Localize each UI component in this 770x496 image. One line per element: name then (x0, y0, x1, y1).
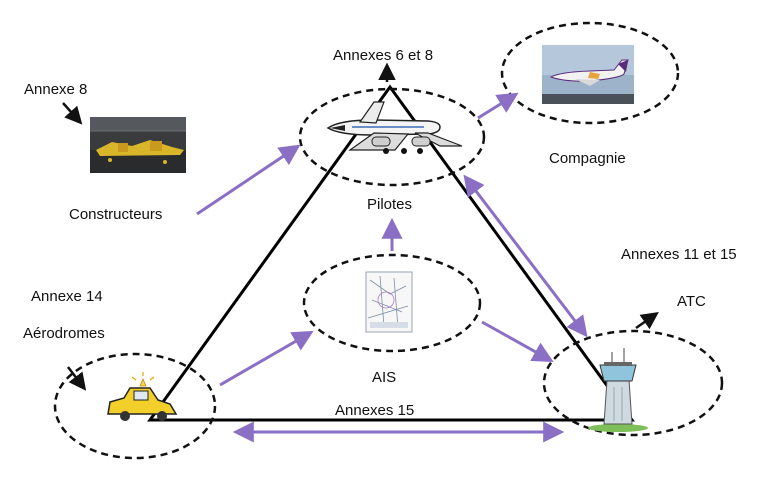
ellipse-compagnie (500, 21, 680, 125)
label-compagnie: Compagnie (549, 150, 626, 167)
label-annexe-8: Annexe 8 (24, 81, 88, 98)
label-pilotes: Pilotes (367, 196, 413, 213)
arrow-constructeurs-to-pilotes (196, 144, 301, 216)
label-atc: ATC (677, 293, 706, 310)
arrow-annexe8-pointer (62, 102, 83, 125)
ellipse-pilotes (298, 87, 486, 187)
airline-photo (542, 45, 634, 104)
label-annexes-11-et-15: Annexes 11 et 15 (621, 246, 737, 263)
arrow-ais-to-atc (481, 320, 554, 363)
arrow-aerodromes-to-ais (219, 330, 314, 387)
ellipse-aerodromes (53, 352, 217, 460)
label-annexes-15: Annexes 15 (335, 402, 415, 419)
control-tower-icon (588, 348, 648, 432)
arrow-aerodromes-pointer (67, 366, 87, 391)
label-ais: AIS (372, 369, 397, 386)
label-annexe-14: Annexe 14 (31, 288, 103, 305)
arrow-pilotes-to-compagnie (477, 92, 519, 120)
label-constructeurs: Constructeurs (69, 206, 163, 223)
airplane-image (326, 101, 463, 154)
ais-chart-document (365, 271, 413, 333)
arrow-pilotes-atc (463, 174, 588, 338)
factory-photo (90, 117, 186, 173)
car-icon (107, 372, 178, 421)
label-aerodromes: Aérodromes (23, 325, 105, 342)
label-annexes-6-et-8: Annexes 6 et 8 (333, 47, 434, 64)
arrow-atc-pointer (635, 311, 659, 330)
ellipse-atc (542, 329, 724, 437)
